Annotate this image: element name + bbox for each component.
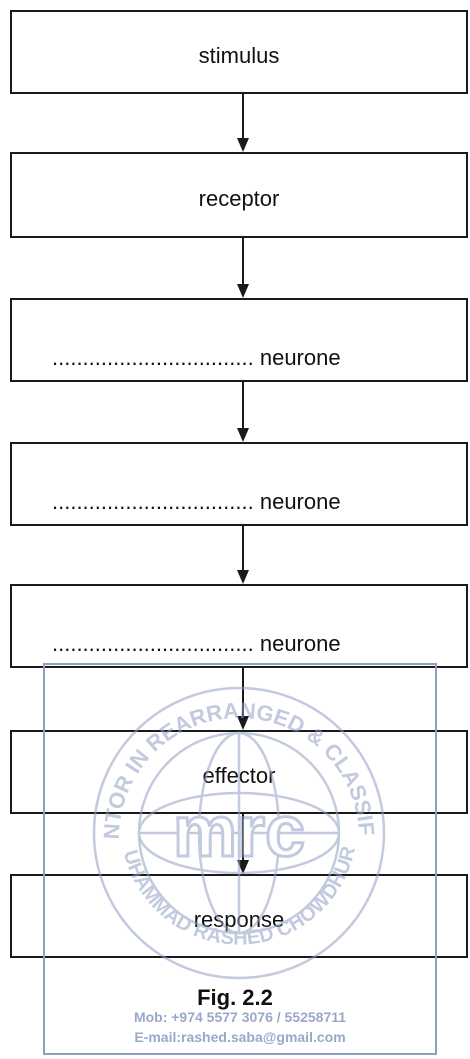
arrow-3 — [237, 382, 249, 442]
neurone-box-1: ................................. neuron… — [10, 298, 468, 382]
neurone-1-word: neurone — [259, 345, 341, 370]
effector-box: effector — [10, 730, 468, 814]
neurone-2-label: ................................. neuron… — [52, 490, 444, 514]
arrow-6 — [237, 814, 249, 874]
response-label: response — [193, 907, 285, 932]
arrow-2 — [237, 238, 249, 298]
neurone-1-label: ................................. neuron… — [52, 346, 444, 370]
neurone-box-2: ................................. neuron… — [10, 442, 468, 526]
receptor-label: receptor — [198, 186, 280, 211]
neurone-1-blank[interactable]: ................................. — [52, 345, 254, 370]
neurone-3-blank[interactable]: ................................. — [52, 631, 254, 656]
stimulus-box: stimulus — [10, 10, 468, 94]
neurone-2-word: neurone — [259, 489, 341, 514]
response-box: response — [10, 874, 468, 958]
watermark-email: E-mail:rashed.saba@gmail.com — [134, 1029, 346, 1045]
watermark-mobile: Mob: +974 5577 3076 / 55258711 — [133, 1009, 347, 1025]
figure-caption: Fig. 2.2 — [197, 985, 273, 1010]
arrow-1 — [237, 94, 249, 152]
receptor-box: receptor — [10, 152, 468, 238]
neurone-box-3: ................................. neuron… — [10, 584, 468, 668]
stimulus-label: stimulus — [198, 43, 280, 68]
neurone-3-word: neurone — [259, 631, 341, 656]
arrow-4 — [237, 526, 249, 584]
neurone-3-label: ................................. neuron… — [52, 632, 444, 656]
arrow-5 — [237, 668, 249, 730]
neurone-2-blank[interactable]: ................................. — [52, 489, 254, 514]
effector-label: effector — [202, 763, 276, 788]
